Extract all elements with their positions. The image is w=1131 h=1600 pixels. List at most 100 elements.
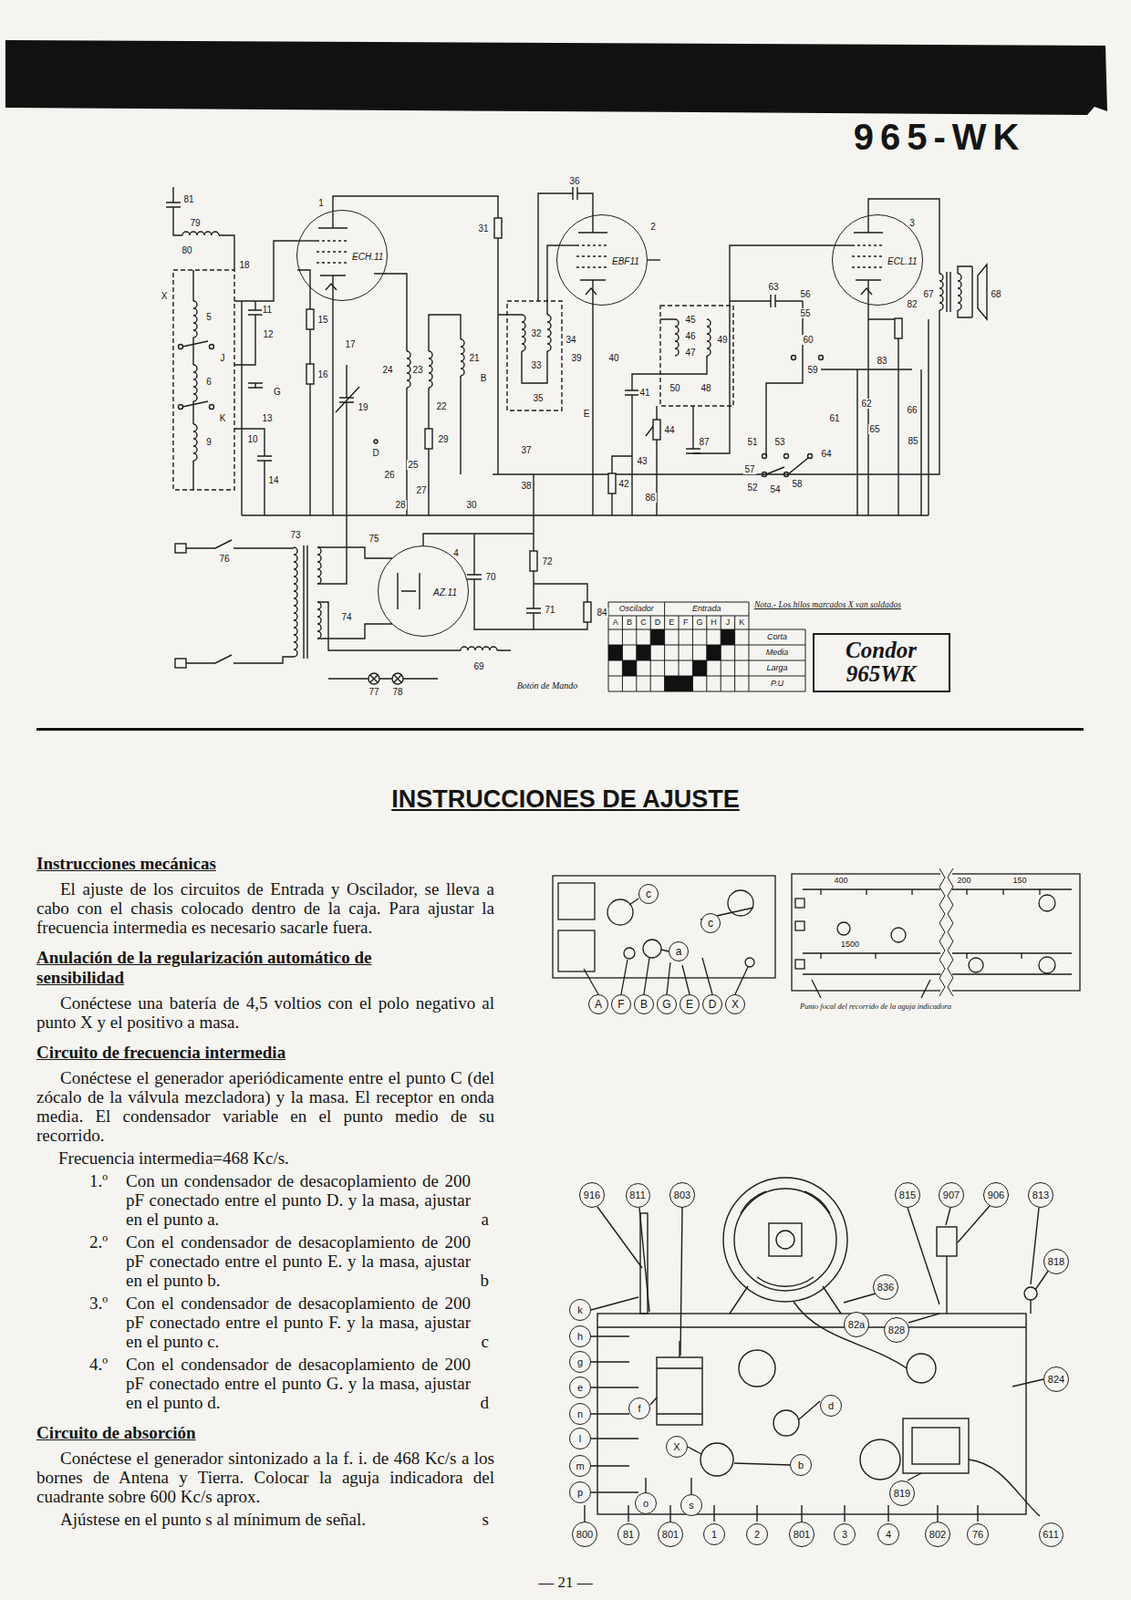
- node-text: F: [617, 998, 624, 1010]
- callout-circle: 800: [571, 1521, 598, 1547]
- component-number: 9: [205, 436, 213, 447]
- callout-circle: 828: [883, 1317, 910, 1343]
- component-number: 36: [568, 176, 581, 187]
- point-letter: a: [481, 1209, 489, 1229]
- component-number: 67: [922, 289, 934, 300]
- component-number: 44: [663, 425, 675, 436]
- node-text: 836: [877, 1282, 894, 1293]
- component-number: 48: [699, 383, 712, 394]
- component-number: K: [218, 413, 228, 424]
- circuit-symbols: [166, 202, 962, 657]
- component-number: 80: [180, 245, 193, 256]
- component-number: 82: [905, 299, 918, 310]
- callout-circle: 824: [1043, 1366, 1069, 1392]
- point-letter: c: [481, 1331, 489, 1351]
- node-text: 916: [583, 1190, 601, 1201]
- callout-circle: F: [611, 994, 632, 1015]
- component-number: 73: [289, 529, 301, 540]
- callout-circle: 803: [669, 1182, 696, 1208]
- node-text: s: [688, 1500, 695, 1511]
- component-number: 35: [531, 393, 544, 404]
- component-number: 18: [238, 259, 250, 270]
- step-number: 2.º: [89, 1232, 126, 1290]
- callout-circle: 811: [625, 1182, 651, 1208]
- step-row: 1.ºCon un condensador de desacoplamiento…: [36, 1171, 495, 1229]
- component-number: 72: [540, 556, 553, 567]
- component-number: 14: [267, 475, 280, 486]
- node-text: 906: [987, 1190, 1005, 1201]
- table-cell: E: [667, 618, 675, 628]
- page-title: 965-WK: [852, 116, 1028, 157]
- point-letter: d: [480, 1392, 490, 1412]
- callout-circle: 836: [872, 1274, 899, 1300]
- step-row: 2.ºCon el condensador de desacoplamiento…: [36, 1232, 495, 1290]
- callout-circle: 611: [1038, 1522, 1064, 1547]
- node-text: 82a: [848, 1319, 865, 1330]
- paragraph: Frecuencia intermedia=468 Kc/s.: [58, 1148, 495, 1168]
- callout-circle: 76: [966, 1523, 989, 1546]
- node-text: e: [577, 1382, 583, 1393]
- callout-circle: 82a: [843, 1311, 870, 1338]
- table-cell: C: [639, 618, 648, 628]
- node-text: k: [577, 1305, 583, 1316]
- node-text: 800: [576, 1529, 593, 1540]
- step-row: Ajústese en el punto s al mínimum de señ…: [36, 1509, 495, 1529]
- component-number: 12: [261, 329, 274, 340]
- component-number: 78: [391, 686, 404, 697]
- callout-circle: A: [588, 994, 609, 1015]
- step-number: 3.º: [89, 1293, 126, 1351]
- node-text: ECH.11: [352, 251, 384, 262]
- component-number: 26: [383, 469, 395, 480]
- node-text: EBF11: [612, 256, 640, 267]
- component-number: 30: [465, 499, 478, 510]
- tube-symbol: ECL.11: [831, 214, 924, 306]
- step-text: Con el condensador de desacoplamiento de…: [125, 1354, 495, 1412]
- callout-circle: p: [569, 1481, 592, 1504]
- callout-circle: 3: [833, 1523, 856, 1546]
- node-text: 818: [1047, 1256, 1065, 1267]
- subheading: Anulación de la regularización automátic…: [36, 947, 429, 988]
- component-number: 68: [989, 289, 1002, 300]
- node-text: n: [577, 1409, 583, 1420]
- node-text: 828: [888, 1325, 905, 1336]
- callout-circle: e: [569, 1376, 592, 1399]
- table-cell: F: [682, 618, 690, 628]
- component-number: 13: [260, 413, 273, 424]
- callout-circle: g: [569, 1350, 592, 1373]
- component-number: 85: [906, 435, 919, 447]
- component-number: 28: [394, 499, 406, 510]
- node-text: 1: [711, 1529, 717, 1540]
- divider-rule: [36, 727, 1084, 731]
- callout-circle: f: [628, 1397, 651, 1420]
- callout-circle: 907: [938, 1182, 965, 1208]
- chassis-rear-view: [584, 1177, 1049, 1522]
- callout-circle: 815: [894, 1182, 921, 1208]
- table-cell: D: [653, 618, 663, 628]
- component-number: 46: [684, 331, 696, 342]
- step-number: 4.º: [89, 1354, 126, 1412]
- component-number: 70: [484, 571, 497, 582]
- component-number: 61: [828, 413, 841, 424]
- component-number: 49: [715, 334, 728, 345]
- component-number: 79: [188, 217, 201, 229]
- callout-circle: 818: [1043, 1248, 1069, 1275]
- component-number: X: [160, 290, 169, 301]
- component-number: 17: [343, 339, 356, 350]
- switch-table-grid: [608, 601, 806, 692]
- node-text: 4: [885, 1529, 892, 1540]
- table-cell: Media: [765, 648, 790, 658]
- component-number: J: [219, 352, 227, 364]
- node-text: l: [579, 1433, 582, 1444]
- callout-circle: d: [819, 1394, 842, 1417]
- component-number: 52: [746, 482, 758, 493]
- node-text: g: [577, 1357, 583, 1368]
- component-number: 40: [607, 352, 620, 364]
- component-number: 75: [367, 533, 380, 544]
- component-number: 25: [406, 459, 419, 470]
- scale-number: 400: [832, 876, 849, 886]
- component-number: 65: [868, 424, 881, 435]
- callout-circle: 819: [889, 1480, 915, 1506]
- point-letter: s: [482, 1509, 489, 1529]
- component-number: 87: [697, 436, 710, 447]
- table-cell: G: [695, 618, 705, 628]
